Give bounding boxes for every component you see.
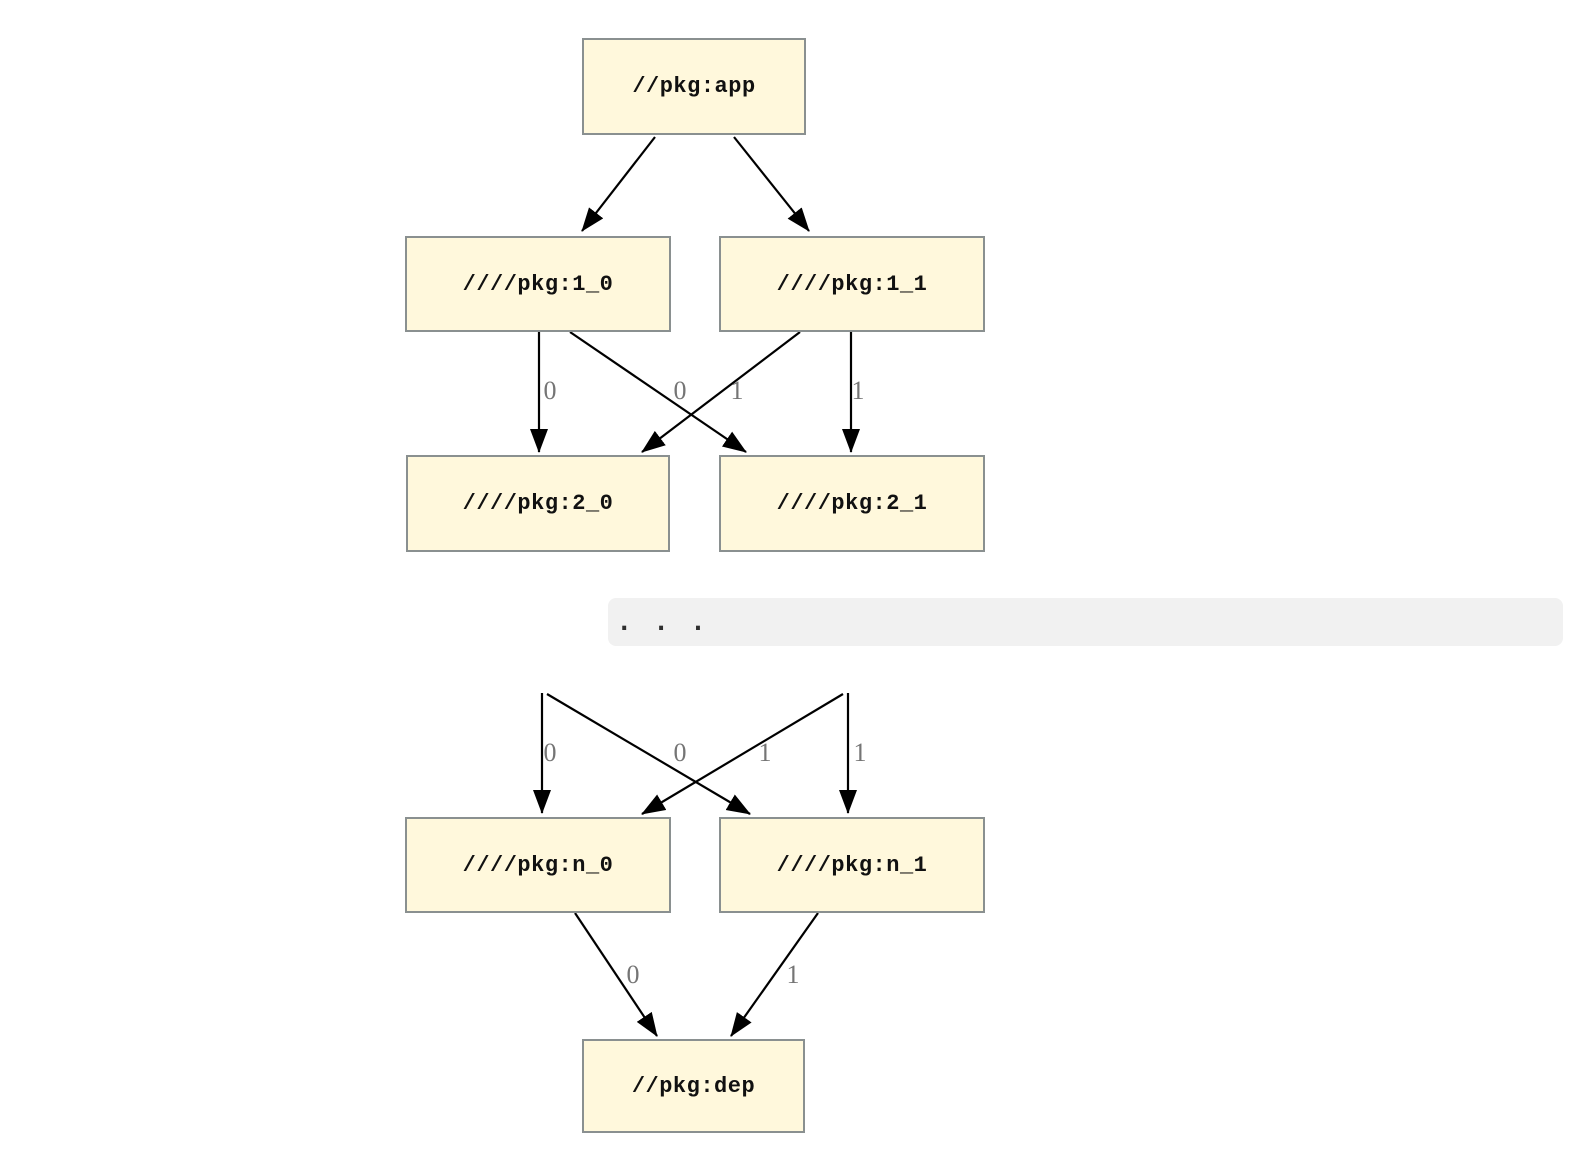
- node-pkg-1_0: ////pkg:1_0: [405, 236, 671, 332]
- node-pkg-app-label: //pkg:app: [632, 74, 756, 99]
- ellipsis-band: . . .: [608, 598, 1563, 646]
- node-pkg-app: //pkg:app: [582, 38, 806, 135]
- edge-label-ellipsis-n_1-cross: 0: [673, 738, 687, 767]
- edge-n_0-to-dep: [574, 912, 658, 1037]
- edge-label-n_0-dep: 0: [626, 960, 640, 989]
- edge-n_1-to-dep: [730, 912, 819, 1037]
- node-pkg-n_1-label: ////pkg:n_1: [776, 852, 928, 878]
- edge-app-to-1_0: [581, 136, 656, 232]
- edge-label-1_0-2_1: 0: [673, 376, 687, 405]
- node-pkg-dep-label: //pkg:dep: [631, 1073, 756, 1099]
- node-pkg-1_1: ////pkg:1_1: [719, 236, 985, 332]
- edge-label-1_1-2_0: 1: [730, 376, 744, 405]
- edge-ellipsis-to-n_1-cross: [546, 693, 751, 815]
- edge-label-ellipsis-n_0-straight: 0: [543, 738, 557, 767]
- node-pkg-1_1-label: ////pkg:1_1: [776, 271, 928, 297]
- node-pkg-2_0: ////pkg:2_0: [406, 455, 670, 552]
- edge-1_0-to-2_1: [569, 331, 747, 453]
- node-pkg-dep: //pkg:dep: [582, 1039, 805, 1133]
- node-pkg-2_1: ////pkg:2_1: [719, 455, 985, 552]
- edge-label-ellipsis-n_0-cross: 1: [758, 738, 772, 767]
- edge-1_1-to-2_0: [641, 331, 801, 453]
- edge-label-n_1-dep: 1: [786, 960, 800, 989]
- node-pkg-n_0: ////pkg:n_0: [405, 817, 671, 913]
- node-pkg-2_0-label: ////pkg:2_0: [462, 491, 614, 516]
- edge-label-1_0-2_0: 0: [543, 376, 557, 405]
- node-pkg-1_0-label: ////pkg:1_0: [462, 271, 614, 297]
- ellipsis-text: . . .: [617, 608, 706, 636]
- node-pkg-n_1: ////pkg:n_1: [719, 817, 985, 913]
- node-pkg-2_1-label: ////pkg:2_1: [776, 491, 928, 516]
- node-pkg-n_0-label: ////pkg:n_0: [462, 852, 614, 878]
- edge-app-to-1_1: [733, 136, 810, 232]
- edge-label-ellipsis-n_1-straight: 1: [853, 738, 867, 767]
- edge-label-1_1-2_1: 1: [851, 376, 865, 405]
- edge-ellipsis-to-n_0-cross: [641, 693, 844, 815]
